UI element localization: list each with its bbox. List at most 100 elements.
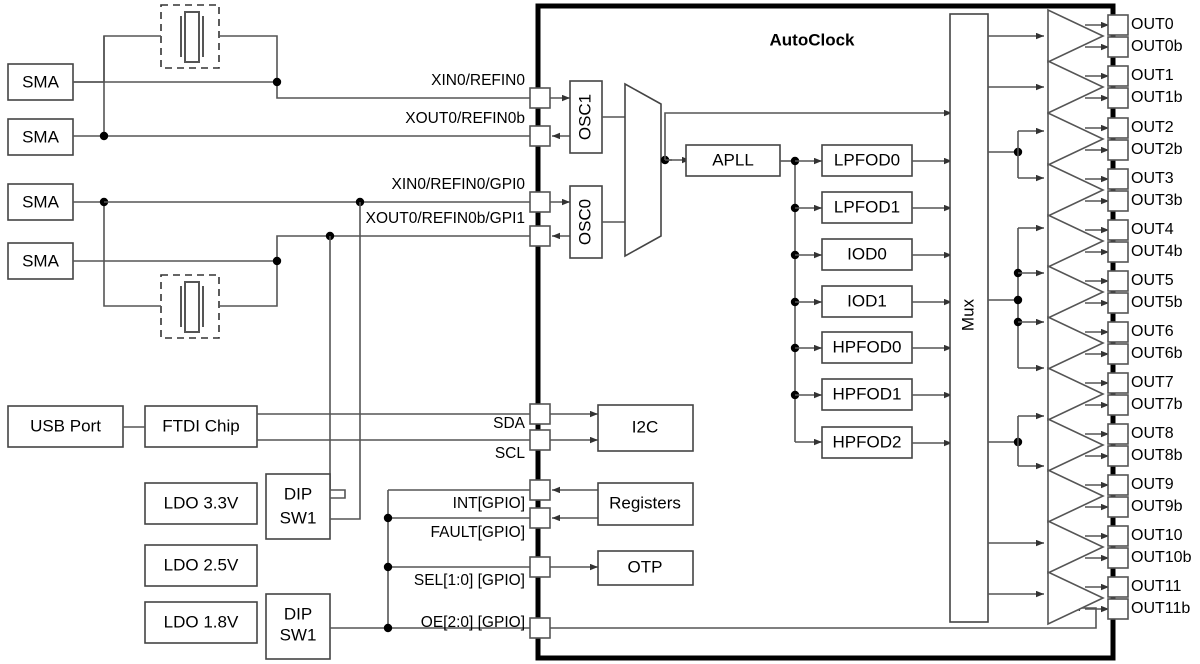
divider-label: HPFOD1 (833, 384, 902, 403)
dip-switch-0[interactable]: DIP SW1 (265, 473, 331, 540)
divider-label: LPFOD0 (834, 150, 900, 169)
sma-block-2: SMA (7, 183, 74, 221)
pin-xout0-refin0b[interactable]: XOUT0/REFIN0b (405, 110, 570, 147)
dip0-gpi0-wire (330, 511, 361, 520)
gpi-drop-wires (325, 197, 365, 511)
input-mux-trapezoid (624, 82, 662, 258)
divider-block-iod0: IOD0 (821, 238, 952, 271)
dip-switch-1[interactable]: DIP SW1 (265, 593, 331, 660)
ldo-label: LDO 1.8V (164, 612, 239, 631)
osc0-block: OSC0 (569, 185, 603, 259)
out-label-p: OUT8 (1131, 425, 1174, 442)
dip-switch-line1: DIP (284, 604, 312, 623)
crystal-symbol-top (160, 4, 220, 69)
out-label-p: OUT7 (1131, 374, 1174, 391)
crystal-symbol-bottom (160, 274, 220, 339)
out-label-p: OUT0 (1131, 16, 1174, 33)
pin-label: XOUT0/REFIN0b (405, 110, 525, 127)
pin-xin0-refin0[interactable]: XIN0/REFIN0 (431, 72, 570, 109)
otp-label: OTP (628, 557, 663, 576)
out-label-p: OUT11 (1131, 578, 1181, 595)
pin-int-gpio[interactable]: INT[GPIO] (453, 479, 598, 512)
pin-label: XOUT0/REFIN0b/GPI1 (366, 210, 525, 227)
sma-block-0: SMA (7, 63, 74, 101)
dip-switch-line2: SW1 (280, 508, 317, 527)
out-label-n: OUT11b (1131, 600, 1190, 617)
pin-label: XIN0/REFIN0/GPI0 (391, 176, 525, 193)
output-buffer-11: OUT11 OUT11b (1047, 570, 1190, 626)
out-label-p: OUT2 (1131, 119, 1174, 136)
out-label-n: OUT2b (1131, 141, 1183, 158)
ldo-block-2: LDO 1.8V (144, 601, 258, 644)
sma-label: SMA (22, 72, 60, 91)
gpio-bus (383, 489, 538, 633)
out-label-n: OUT7b (1131, 396, 1183, 413)
divider-block-lpfod0: LPFOD0 (821, 144, 952, 177)
pin-label: SCL (495, 445, 526, 462)
i2c-label: I2C (632, 417, 658, 436)
crystal-top-wiring (73, 35, 538, 141)
pin-label: OE[2:0] [GPIO] (421, 614, 525, 631)
pin-fault-gpio[interactable]: FAULT[GPIO] (431, 507, 598, 541)
registers-label: Registers (609, 493, 681, 512)
mux-label: Mux (958, 298, 977, 331)
ldo-block-1: LDO 2.5V (144, 544, 258, 587)
out-label-n: OUT9b (1131, 498, 1183, 515)
output-buffer-4: OUT4 OUT4b (1047, 213, 1183, 269)
output-buffer-8: OUT8 OUT8b (1047, 417, 1183, 473)
output-buffer-9: OUT9 OUT9b (1047, 468, 1183, 524)
out-label-n: OUT5b (1131, 294, 1183, 311)
out-label-p: OUT3 (1131, 170, 1174, 187)
output-buffer-3: OUT3 OUT3b (1047, 162, 1183, 218)
divider-block-lpfod1: LPFOD1 (821, 191, 952, 224)
output-buffer-5: OUT5 OUT5b (1047, 264, 1183, 320)
divider-block-hpfod0: HPFOD0 (821, 331, 952, 364)
pin-label: SEL[1:0] [GPIO] (414, 572, 525, 589)
pin-label: XIN0/REFIN0 (431, 72, 525, 89)
pin-xout0-refin0b-gpi1[interactable]: XOUT0/REFIN0b/GPI1 (366, 210, 570, 247)
divider-label: HPFOD0 (833, 337, 902, 356)
ldo-block-0: LDO 3.3V (144, 482, 258, 525)
output-buffer-0: OUT0 OUT0b (1047, 8, 1183, 64)
pin-sda[interactable]: SDA (493, 403, 598, 432)
out-label-p: OUT6 (1131, 323, 1174, 340)
output-mux-block: Mux (949, 13, 989, 623)
ldo-label: LDO 3.3V (164, 493, 239, 512)
output-buffer-7: OUT7 OUT7b (1047, 366, 1183, 422)
otp-block: OTP (597, 550, 694, 586)
out-label-n: OUT8b (1131, 447, 1183, 464)
sma-block-3: SMA (7, 242, 74, 280)
apll-block: APLL (685, 144, 781, 177)
output-buffer-1: OUT1 OUT1b (1047, 59, 1183, 115)
pin-sel-gpio[interactable]: SEL[1:0] [GPIO] (414, 556, 598, 589)
sma-label: SMA (22, 127, 60, 146)
ftdi-chip-block: FTDI Chip (144, 405, 258, 448)
oe-internal-route (550, 604, 1097, 629)
ftdi-chip-label: FTDI Chip (162, 416, 239, 435)
sma-label: SMA (22, 251, 60, 270)
usb-port-block: USB Port (7, 405, 124, 448)
pin-scl[interactable]: SCL (495, 429, 598, 462)
mux-output-branches (988, 32, 1044, 598)
osc0-label: OSC0 (575, 199, 594, 245)
pin-label: INT[GPIO] (453, 495, 525, 512)
osc1-label: OSC1 (575, 94, 594, 140)
out-label-n: OUT6b (1131, 345, 1183, 362)
output-buffer-6: OUT6 OUT6b (1047, 315, 1183, 371)
registers-block: Registers (597, 482, 694, 526)
divider-label: LPFOD1 (834, 197, 900, 216)
ldo-label: LDO 2.5V (164, 555, 239, 574)
out-label-p: OUT9 (1131, 476, 1174, 493)
dip-switch-line1: DIP (284, 484, 312, 503)
out-label-n: OUT10b (1131, 549, 1192, 566)
divider-label: IOD0 (847, 244, 887, 263)
crystal-bottom-wiring (73, 197, 538, 307)
out-label-p: OUT4 (1131, 221, 1174, 238)
divider-block-iod1: IOD1 (821, 285, 952, 318)
out-label-p: OUT10 (1131, 527, 1183, 544)
pin-label: SDA (493, 415, 526, 432)
pin-xin0-refin0-gpi0[interactable]: XIN0/REFIN0/GPI0 (391, 176, 570, 213)
pin-oe-gpio[interactable]: OE[2:0] [GPIO] (421, 614, 551, 639)
